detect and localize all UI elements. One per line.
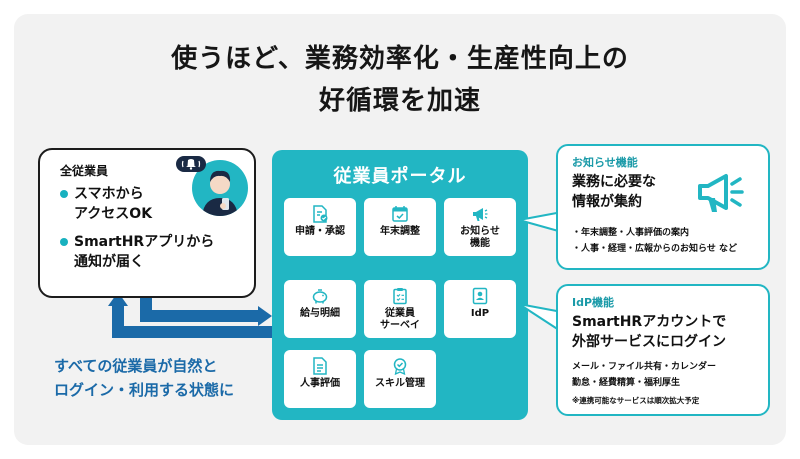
tile-payslip[interactable]: 給与明細: [284, 280, 356, 338]
idp-heading: IdP機能: [572, 296, 615, 309]
notice-title-line-2: 情報が集約: [572, 194, 642, 210]
tile-idp[interactable]: IdP: [444, 280, 516, 338]
piggy-bank-icon: [312, 289, 328, 304]
portal-title: 従業員ポータル: [333, 166, 467, 187]
page-title: 使うほど、業務効率化・生産性向上の 好循環を加速: [14, 38, 786, 122]
employee-card: 全従業員 スマホから アクセスOK SmartHRアプリから 通知が届く: [38, 148, 256, 298]
tile-employee-survey[interactable]: 従業員 サーベイ: [364, 280, 436, 338]
notice-feature-box: お知らせ機能 業務に必要な 情報が集約 ・年末調整・人事評価の案内 ・人事・経理…: [556, 144, 770, 270]
notice-heading: お知らせ機能: [572, 156, 638, 169]
idp-services-line-1: メール・ファイル共有・カレンダー: [572, 362, 717, 372]
tile-notice[interactable]: お知らせ 機能: [444, 198, 516, 256]
clipboard-icon: [393, 288, 407, 305]
tile-skill-management[interactable]: スキル管理: [364, 350, 436, 408]
employee-bullet-smartphone: スマホから アクセスOK: [60, 184, 152, 224]
notice-title-line-1: 業務に必要な: [572, 174, 656, 190]
employee-bullet-app: SmartHRアプリから 通知が届く: [60, 232, 214, 272]
arrow-to-portal: [140, 298, 258, 322]
flow-caption: すべての従業員が自然と ログイン・利用する状態に: [54, 357, 235, 399]
idp-note: ※連携可能なサービスは順次拡大予定: [572, 396, 700, 405]
notice-item-1: ・年末調整・人事評価の案内: [572, 228, 690, 238]
bullet-dot: [60, 238, 68, 246]
megaphone-icon: [473, 208, 488, 221]
tile-year-end-adjustment[interactable]: 年末調整: [364, 198, 436, 256]
badge-icon: [393, 358, 407, 375]
diagram-canvas: 使うほど、業務効率化・生産性向上の 好循環を加速 全従業員 スマホから アクセス…: [14, 14, 786, 445]
calendar-check-icon: [392, 206, 408, 222]
document-check-icon: [313, 205, 328, 223]
idp-title-line-2: 外部サービスにログイン: [572, 334, 726, 350]
callout-connectors: [518, 211, 563, 333]
arrow-to-portal-head: [258, 306, 272, 326]
idp-services-line-2: 勤怠・経費精算・福利厚生: [572, 378, 681, 388]
megaphone-icon: [698, 174, 744, 212]
arrow-back-head: [108, 292, 128, 306]
bullet-dot: [60, 190, 68, 198]
document-icon: [313, 357, 327, 375]
employee-label: 全従業員: [60, 164, 109, 178]
title-line-1: 使うほど、業務効率化・生産性向上の: [171, 44, 629, 74]
idp-title-line-1: SmartHRアカウントで: [572, 314, 727, 330]
idp-feature-box: IdP機能 SmartHRアカウントで 外部サービスにログイン メール・ファイル…: [556, 284, 770, 416]
notice-item-2: ・人事・経理・広報からのお知らせ など: [572, 244, 737, 254]
id-card-icon: [472, 287, 488, 305]
notification-bell-icon: [176, 156, 206, 172]
title-line-2: 好循環を加速: [318, 86, 481, 116]
employee-portal: 従業員ポータル 申請・承認 年末調整: [272, 150, 528, 420]
tile-application-approval[interactable]: 申請・承認: [284, 198, 356, 256]
flow-arrows: [108, 292, 272, 338]
arrow-back-to-employee: [112, 306, 272, 338]
tile-performance-review[interactable]: 人事評価: [284, 350, 356, 408]
